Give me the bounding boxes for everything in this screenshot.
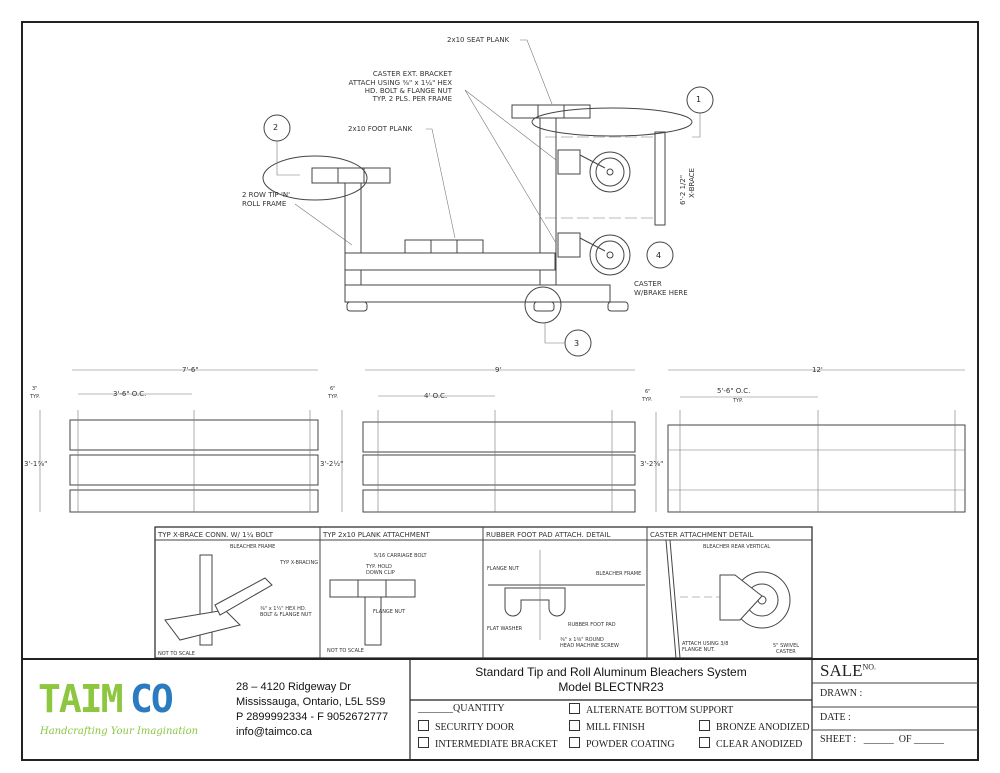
option-clear-anodized[interactable]: CLEAR ANODIZED xyxy=(699,737,802,750)
svg-text:1: 1 xyxy=(696,95,701,104)
svg-text:7'-6": 7'-6" xyxy=(182,366,199,374)
option-intermediate-bracket[interactable]: INTERMEDIATE BRACKET xyxy=(418,737,558,750)
svg-text:BLEACHER REAR VERTICAL: BLEACHER REAR VERTICAL xyxy=(703,544,770,550)
svg-text:FLAT WASHER: FLAT WASHER xyxy=(487,626,523,632)
checkbox xyxy=(569,720,580,731)
svg-text:DOWN CLIP: DOWN CLIP xyxy=(366,570,395,576)
option-powder-coating[interactable]: POWDER COATING xyxy=(569,737,675,750)
side-view: 1 2 3 4 2x10 SEAT PLANK CASTER EXT. BRAC… xyxy=(242,36,714,357)
svg-text:Handcrafting Your Imagination: Handcrafting Your Imagination xyxy=(39,726,198,737)
svg-text:⅜" x 1⅜" ROUND: ⅜" x 1⅜" ROUND xyxy=(560,637,604,643)
svg-text:ATTACH USING 3/8: ATTACH USING 3/8 xyxy=(682,641,728,647)
svg-text:TYP.: TYP. xyxy=(732,398,743,404)
svg-text:CASTER: CASTER xyxy=(776,649,796,655)
svg-text:FLANGE NUT.: FLANGE NUT. xyxy=(682,647,715,653)
quantity-field[interactable]: _______QUANTITY xyxy=(418,703,505,714)
detail-3-title: RUBBER FOOT PAD ATTACH. DETAIL xyxy=(486,531,611,539)
svg-text:⅜" x 1¼" HEX HD.: ⅜" x 1¼" HEX HD. xyxy=(260,606,307,612)
svg-text:TYP X-BRACING: TYP X-BRACING xyxy=(279,560,318,566)
svg-text:BOLT & FLANGE NUT: BOLT & FLANGE NUT xyxy=(260,612,312,618)
date-field: DATE : xyxy=(820,712,851,723)
svg-text:3: 3 xyxy=(574,339,579,348)
title-block-grid xyxy=(22,658,978,760)
svg-text:RUBBER FOOT PAD: RUBBER FOOT PAD xyxy=(568,622,616,628)
callout-3: 3 xyxy=(544,323,592,357)
details-panel: TYP X-BRACE CONN. W/ 1¼ BOLT TYP 2x10 PL… xyxy=(154,526,813,659)
option-alternate-bottom-support[interactable]: ALTERNATE BOTTOM SUPPORT xyxy=(569,703,733,716)
svg-text:2x10 FOOT PLANK: 2x10 FOOT PLANK xyxy=(348,125,413,133)
svg-text:NOT TO SCALE: NOT TO SCALE xyxy=(327,648,364,654)
option-mill-finish[interactable]: MILL FINISH xyxy=(569,720,645,733)
svg-text:5/16 CARRIAGE BOLT: 5/16 CARRIAGE BOLT xyxy=(374,553,427,559)
svg-text:TYP. HOLD: TYP. HOLD xyxy=(365,564,392,570)
svg-text:BLEACHER FRAME: BLEACHER FRAME xyxy=(596,571,641,577)
elevation-12ft: 12' 6" TYP. 5'-6" O.C. TYP. 3'-2⅝" xyxy=(640,366,966,513)
svg-text:4: 4 xyxy=(656,251,661,260)
svg-text:TYP.: TYP. xyxy=(29,394,40,400)
callout-4: 4 xyxy=(646,241,674,269)
svg-text:HD. BOLT & FLANGE NUT: HD. BOLT & FLANGE NUT xyxy=(365,87,453,95)
model-number: Model BLECTNR23 xyxy=(558,680,664,694)
seat-plank-label: 2x10 SEAT PLANK xyxy=(447,36,510,44)
option-bronze-anodized[interactable]: BRONZE ANODIZED xyxy=(699,720,810,733)
option-security-door[interactable]: SECURITY DOOR xyxy=(418,720,514,733)
elevation-7ft6: 7'-6" 3" TYP. 3'-6" O.C. 3'-1⅞" xyxy=(24,366,319,513)
svg-text:9': 9' xyxy=(495,366,501,374)
company-address: 28 – 4120 Ridgeway Dr Mississauga, Ontar… xyxy=(236,681,389,738)
svg-text:3'-2⅝": 3'-2⅝" xyxy=(640,460,663,468)
svg-text:5'-6" O.C.: 5'-6" O.C. xyxy=(717,387,750,395)
svg-text:HEAD MACHINE SCREW: HEAD MACHINE SCREW xyxy=(560,643,619,649)
svg-text:5" SWIVEL: 5" SWIVEL xyxy=(773,643,799,649)
detail-2-title: TYP 2x10 PLANK ATTACHMENT xyxy=(322,531,430,539)
svg-text:CO: CO xyxy=(130,677,173,721)
checkbox xyxy=(699,737,710,748)
svg-text:TYP.: TYP. xyxy=(641,397,652,403)
svg-text:3'-6" O.C.: 3'-6" O.C. xyxy=(113,390,146,398)
svg-text:3": 3" xyxy=(32,386,37,392)
svg-text:6": 6" xyxy=(330,386,335,392)
drawing-title: Standard Tip and Roll Aluminum Bleachers… xyxy=(410,665,812,695)
drawn-field: DRAWN : xyxy=(820,688,863,699)
taimco-logo: TAIM CO Handcrafting Your Imagination xyxy=(38,677,198,737)
checkbox xyxy=(418,737,429,748)
checkbox xyxy=(569,737,580,748)
svg-text:X-BRACE: X-BRACE xyxy=(688,168,696,198)
svg-text:BLEACHER FRAME: BLEACHER FRAME xyxy=(230,544,275,550)
svg-text:3'-1⅞": 3'-1⅞" xyxy=(24,460,47,468)
checkbox xyxy=(418,720,429,731)
svg-text:W/BRAKE HERE: W/BRAKE HERE xyxy=(634,289,688,297)
svg-text:3'-2½": 3'-2½" xyxy=(320,460,343,468)
callout-2: 2 xyxy=(263,114,300,176)
svg-text:CASTER: CASTER xyxy=(634,280,662,288)
svg-text:TYP.: TYP. xyxy=(327,394,338,400)
svg-text:TYP. 2 PLS. PER FRAME: TYP. 2 PLS. PER FRAME xyxy=(372,95,452,103)
svg-text:NOT TO SCALE: NOT TO SCALE xyxy=(158,651,195,657)
callout-1: 1 xyxy=(686,86,714,138)
svg-text:FLANGE NUT: FLANGE NUT xyxy=(487,566,520,572)
sheet-field: SHEET : ______ OF ______ xyxy=(820,734,945,745)
svg-text:ATTACH USING ⅜" x 1¼" HEX: ATTACH USING ⅜" x 1¼" HEX xyxy=(349,79,453,87)
svg-text:2 ROW TIP 'N': 2 ROW TIP 'N' xyxy=(242,191,290,199)
sale-no: SALENO. xyxy=(820,661,877,680)
checkbox xyxy=(569,703,580,714)
svg-text:CASTER EXT. BRACKET: CASTER EXT. BRACKET xyxy=(373,70,453,78)
checkbox xyxy=(699,720,710,731)
svg-text:TAIM: TAIM xyxy=(38,677,123,721)
svg-text:4' O.C.: 4' O.C. xyxy=(424,392,447,400)
elevation-9ft: 9' 6" TYP. 4' O.C. 3'-2½" xyxy=(320,366,636,513)
detail-4-title: CASTER ATTACHMENT DETAIL xyxy=(650,531,753,539)
svg-text:12': 12' xyxy=(812,366,823,374)
sheet-border xyxy=(21,21,979,761)
svg-text:6'-2 1/2": 6'-2 1/2" xyxy=(679,175,687,205)
svg-text:FLANGE NUT: FLANGE NUT xyxy=(373,609,406,615)
svg-text:2: 2 xyxy=(273,123,278,132)
svg-text:ROLL FRAME: ROLL FRAME xyxy=(242,200,286,208)
svg-text:6": 6" xyxy=(645,389,650,395)
detail-1-title: TYP X-BRACE CONN. W/ 1¼ BOLT xyxy=(157,531,274,539)
